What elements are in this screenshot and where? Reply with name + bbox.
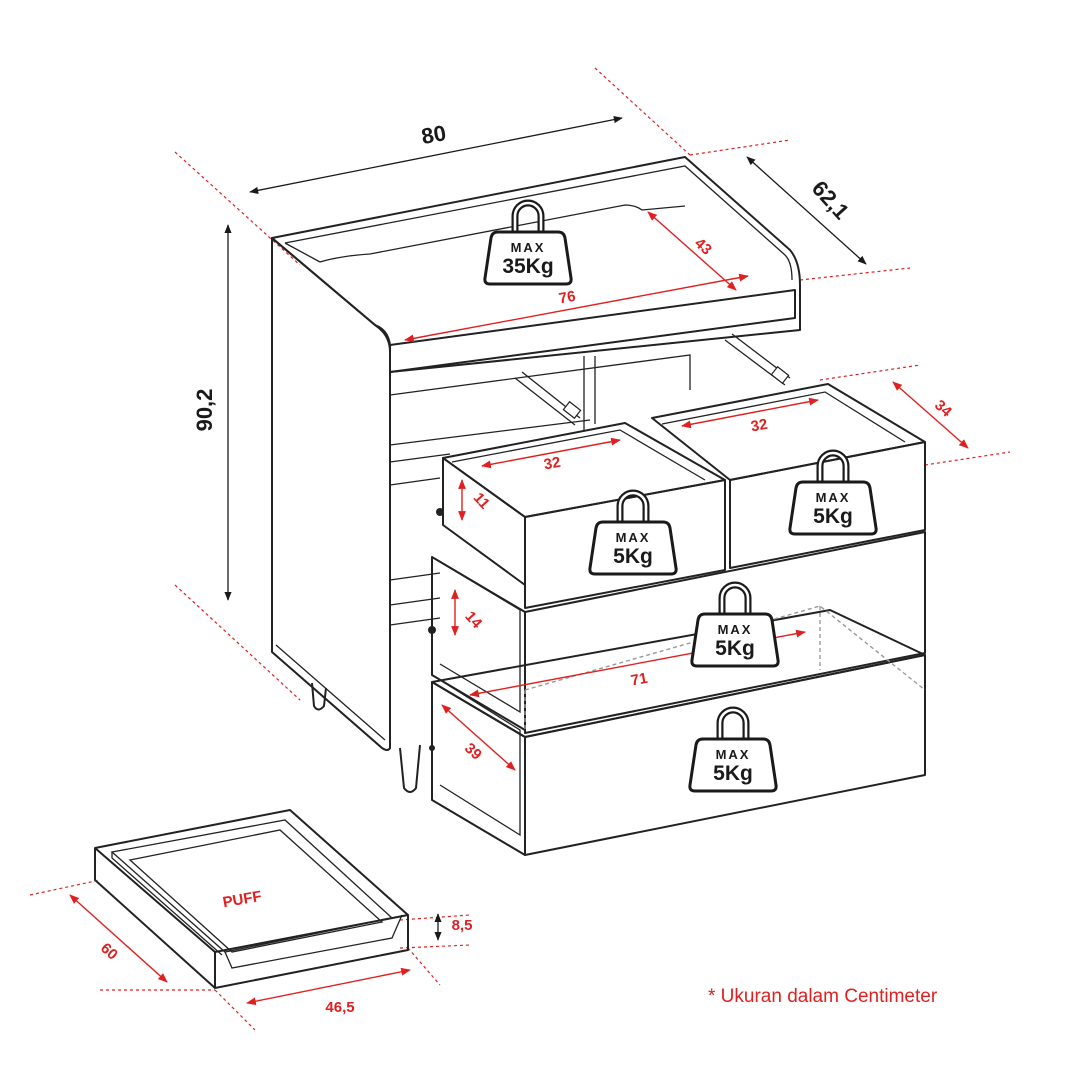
label-bottom-depth: 39 [461,740,485,764]
label-big-width: 71 [630,670,649,690]
svg-text:MAX: MAX [511,240,546,255]
weight-icon-drawer-middle: MAX 5Kg [692,585,778,666]
svg-text:MAX: MAX [718,622,753,637]
svg-text:5Kg: 5Kg [715,637,755,660]
svg-text:MAX: MAX [816,490,851,505]
svg-text:MAX: MAX [716,747,751,762]
svg-text:35Kg: 35Kg [502,255,553,278]
label-puff-width: 46,5 [325,999,354,1016]
puff-tray [94,809,409,989]
dimension-labels: 80 62,1 90,2 43 76 34 32 32 11 14 71 39 … [97,120,955,1016]
svg-text:5Kg: 5Kg [713,762,753,785]
label-height: 90,2 [192,389,217,432]
label-top-depth: 43 [691,235,715,259]
weight-icon-top: MAX 35Kg [485,203,571,284]
weight-icon-drawer-bottom: MAX 5Kg [690,710,776,791]
label-small-right-width: 32 [750,416,769,436]
weight-icon-drawer-small-left: MAX 5Kg [590,493,676,574]
label-width: 80 [419,120,447,149]
footnote: * Ukuran dalam Centimeter [708,986,938,1007]
label-small-left-width: 32 [543,454,562,474]
label-drawer-depth: 34 [931,397,955,421]
svg-text:5Kg: 5Kg [813,505,853,528]
drawer-bottom [429,609,926,856]
label-puff-depth: 60 [97,940,121,964]
label-puff-height: 8,5 [452,917,473,934]
puff-label: PUFF [221,888,263,912]
label-mid-height: 14 [461,608,485,632]
label-top-width: 76 [558,288,577,308]
extension-lines [29,67,1011,1031]
label-small-height: 11 [470,489,493,512]
svg-text:MAX: MAX [616,530,651,545]
svg-text:5Kg: 5Kg [613,545,653,568]
main-dimension-arrows [224,116,867,601]
drawers [428,383,926,856]
weight-icon-drawer-small-right: MAX 5Kg [790,453,876,534]
